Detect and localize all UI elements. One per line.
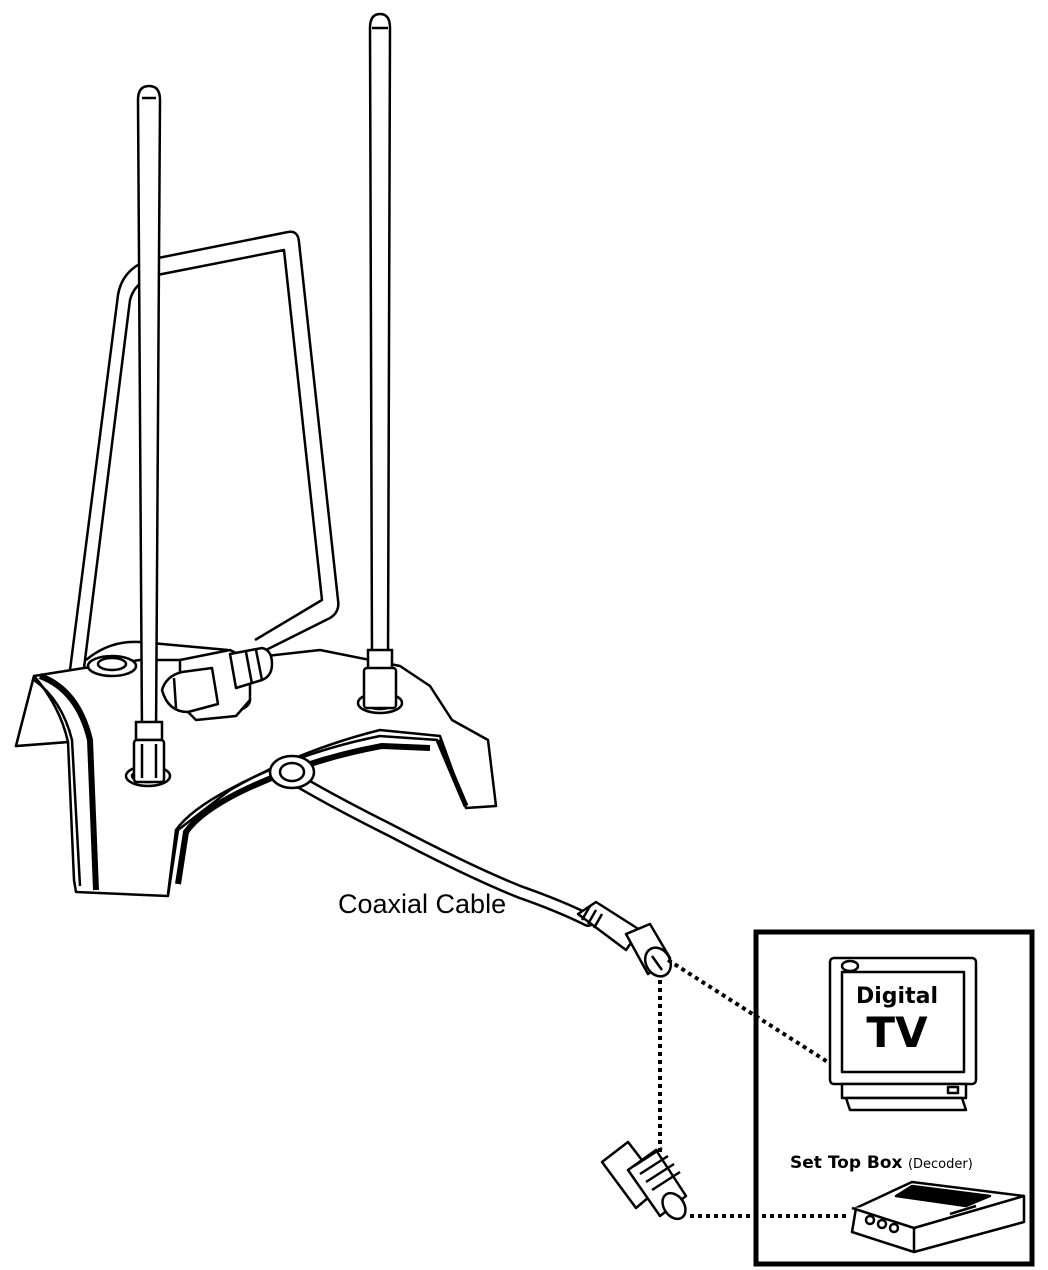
tv-screen-text-digital: Digital xyxy=(856,984,938,1009)
loop-antenna-frame xyxy=(68,230,340,671)
coaxial-cable xyxy=(268,754,595,927)
set-top-box-icon xyxy=(850,1180,1026,1254)
tv-screen-text-tv: TV xyxy=(866,1008,928,1057)
f-connector-adapter xyxy=(600,1140,688,1221)
swivel-connector xyxy=(160,646,274,722)
coaxial-cable-label: Coaxial Cable xyxy=(338,889,507,919)
set-top-box-title: Set Top Box xyxy=(790,1153,903,1173)
devices-frame xyxy=(753,929,1035,1267)
dotted-connection-lines xyxy=(658,958,850,1218)
plug-to-tv-line xyxy=(666,958,836,1068)
left-telescopic-antenna xyxy=(132,84,166,784)
set-top-box-label: Set Top Box (Decoder) xyxy=(790,1153,973,1173)
cable-plug xyxy=(576,900,673,978)
decoder-subtitle: (Decoder) xyxy=(907,1157,973,1172)
right-telescopic-antenna xyxy=(362,12,398,710)
digital-tv-icon xyxy=(828,956,978,1112)
